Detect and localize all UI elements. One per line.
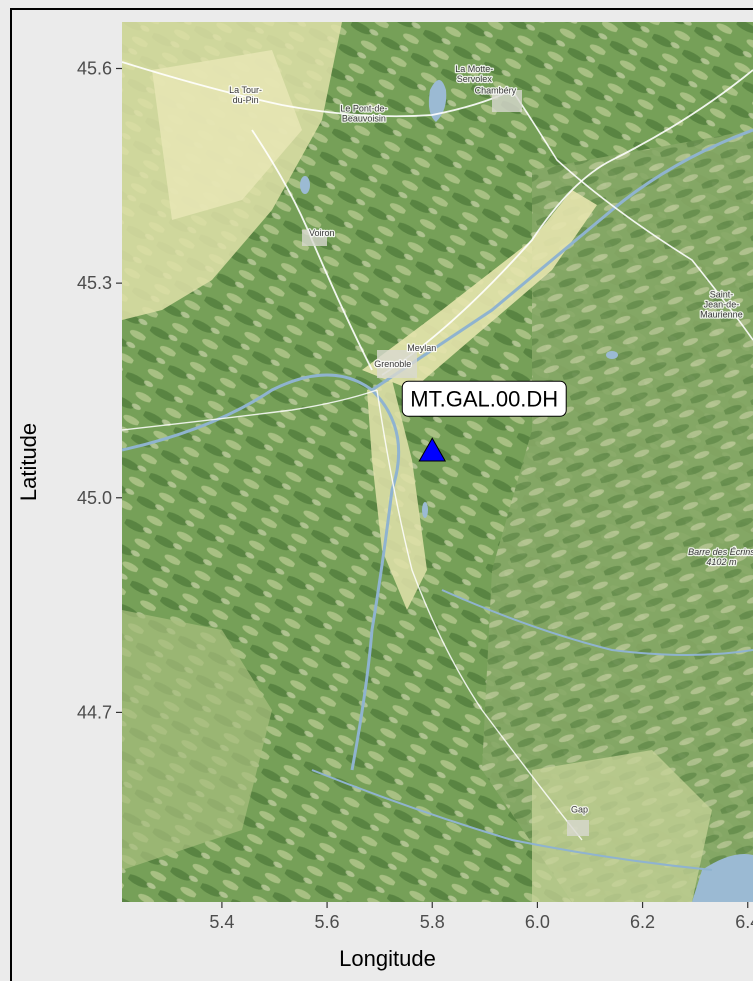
place-label-halo: Servolex xyxy=(457,74,493,84)
place-label: du-Pin xyxy=(233,95,259,105)
place-label-halo: La Tour- xyxy=(229,85,262,95)
place-label: Barre des Écrins xyxy=(688,547,753,557)
y-tick-label: 45.6 xyxy=(77,59,112,79)
y-tick-label: 45.3 xyxy=(77,273,112,293)
x-tick-label: 5.6 xyxy=(315,912,340,932)
y-tick-label: 45.0 xyxy=(77,488,112,508)
place-label-halo: Jean-de- xyxy=(704,299,740,309)
y-axis: 45.6 45.3 45.0 44.7 xyxy=(77,59,122,722)
place-label: 4102 m xyxy=(706,557,737,567)
x-axis: 5.4 5.6 5.8 6.0 6.2 6.4 xyxy=(209,902,753,932)
x-tick-label: 6.2 xyxy=(630,912,655,932)
place-label: Servolex xyxy=(457,74,493,84)
place-label-halo: Meylan xyxy=(407,343,436,353)
place-label-halo: du-Pin xyxy=(233,95,259,105)
place-label: Maurienne xyxy=(700,309,743,319)
x-tick-label: 6.4 xyxy=(735,912,753,932)
place-label-halo: Le Pont-de- xyxy=(340,103,387,113)
place-label: Gap xyxy=(571,805,588,815)
x-tick-label: 5.8 xyxy=(420,912,445,932)
place-label-halo: Saint- xyxy=(710,289,734,299)
place-label-halo: Grenoble xyxy=(374,359,411,369)
y-tick-label: 44.7 xyxy=(77,702,112,722)
station-marker-triangle[interactable] xyxy=(418,437,447,462)
station-layer: MT.GAL.00.DH xyxy=(401,380,567,462)
place-label-halo: Gap xyxy=(571,805,588,815)
place-label: Voiron xyxy=(309,228,335,238)
place-label: Beauvoisin xyxy=(342,113,386,123)
place-label: Meylan xyxy=(407,343,436,353)
place-label: Le Pont-de- xyxy=(340,103,387,113)
place-label-halo: La Motte- xyxy=(455,64,493,74)
place-label: Grenoble xyxy=(374,359,411,369)
map-tiles xyxy=(122,22,753,902)
place-label: Jean-de- xyxy=(704,299,740,309)
place-label: La Motte- xyxy=(455,64,493,74)
place-label-halo: Chambéry xyxy=(475,86,517,96)
station-label-box xyxy=(401,380,567,417)
place-label-halo: Barre des Écrins xyxy=(688,547,753,557)
place-label: Chambéry xyxy=(475,86,517,96)
place-label-halo: 4102 m xyxy=(706,557,737,567)
station-label-text: MT.GAL.00.DH xyxy=(410,386,558,411)
place-label-halo: Maurienne xyxy=(700,309,743,319)
x-tick-label: 6.0 xyxy=(525,912,550,932)
y-axis-title: Latitude xyxy=(16,423,41,501)
x-axis-title: Longitude xyxy=(339,946,436,971)
place-label: Saint- xyxy=(710,289,734,299)
place-label-halo: Beauvoisin xyxy=(342,113,386,123)
x-tick-label: 5.4 xyxy=(209,912,234,932)
place-label-halo: Voiron xyxy=(309,228,335,238)
place-label: La Tour- xyxy=(229,85,262,95)
